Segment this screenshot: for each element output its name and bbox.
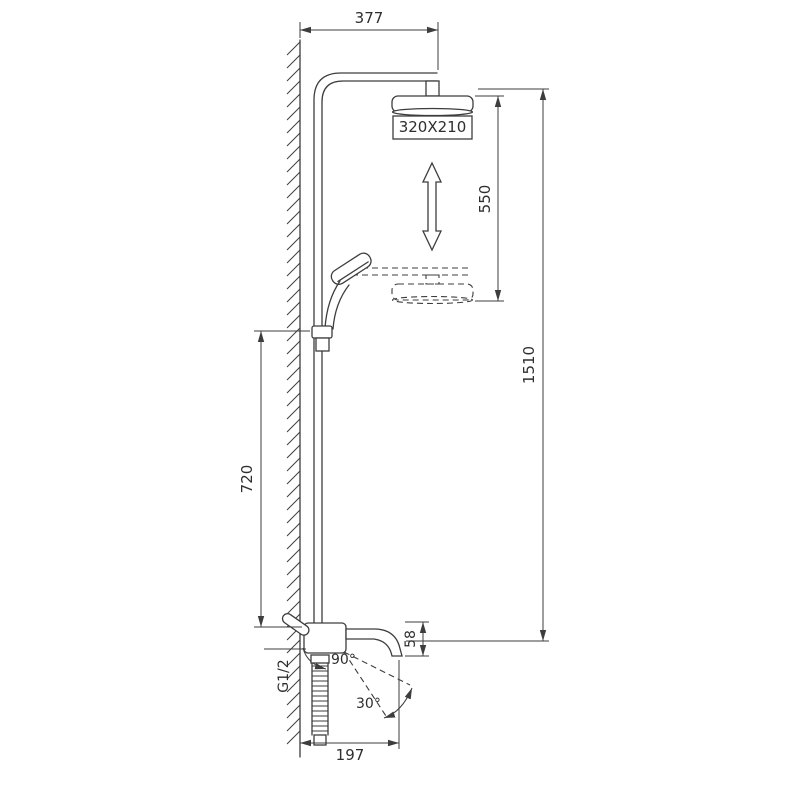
head-connector xyxy=(425,80,440,97)
lower-head-face xyxy=(391,295,474,305)
hand-shower-handle-edge xyxy=(332,284,350,330)
dim-550: 550 xyxy=(475,95,504,302)
dim-377-label: 377 xyxy=(355,9,384,27)
hand-shower-bracket xyxy=(311,325,333,339)
hose-ribs xyxy=(312,665,328,732)
swivel-line-2 xyxy=(343,651,387,717)
spout-swivel-label: 30° xyxy=(356,696,381,712)
lower-head-connector xyxy=(425,274,440,285)
height-adjust-arrow xyxy=(421,161,443,252)
pipe-inner-edge xyxy=(321,80,438,624)
hand-shower xyxy=(311,252,372,352)
rain-shower-head: 320X210 xyxy=(391,95,474,140)
thread-callout: G1/2 xyxy=(264,648,306,693)
dim-550-label: 550 xyxy=(476,185,494,214)
lower-head-body xyxy=(391,283,474,301)
dim-377: 377 xyxy=(299,9,439,70)
hand-shower-head-body xyxy=(330,252,372,285)
swivel-arc xyxy=(383,687,413,719)
mixer-body xyxy=(303,622,347,654)
dim-720: 720 xyxy=(238,330,310,628)
spout xyxy=(345,628,403,657)
shower-pipe xyxy=(313,72,440,624)
head-size-label-box xyxy=(392,115,473,140)
wall xyxy=(286,39,301,758)
rain-head-face xyxy=(391,107,474,117)
bracket-knob xyxy=(315,337,330,352)
dim-58: 58 xyxy=(403,621,429,657)
dim-197-label: 197 xyxy=(336,746,365,764)
wall-hatch xyxy=(286,41,301,745)
hand-shower-face-line xyxy=(337,261,369,283)
swivel-line-1 xyxy=(343,651,411,686)
dim-58-label: 58 xyxy=(403,630,419,648)
thread-label: G1/2 xyxy=(276,659,292,692)
lever-angle-label: 90° xyxy=(331,652,356,668)
hose-nut xyxy=(310,654,330,664)
dim-1510: 1510 xyxy=(406,88,549,642)
mixer: 90° xyxy=(281,613,403,670)
dim-197: 197 xyxy=(300,660,400,764)
mixer-lever xyxy=(281,613,310,636)
head-size-label: 320X210 xyxy=(399,118,467,136)
rain-shower-head-lower-position xyxy=(352,267,474,305)
dim-1510-label: 1510 xyxy=(520,346,538,384)
hand-shower-head xyxy=(330,252,372,285)
hand-shower-handle xyxy=(324,280,341,329)
pipe-outer-edge xyxy=(313,72,438,624)
dim-720-label: 720 xyxy=(238,465,256,494)
shower-hose xyxy=(310,654,330,746)
